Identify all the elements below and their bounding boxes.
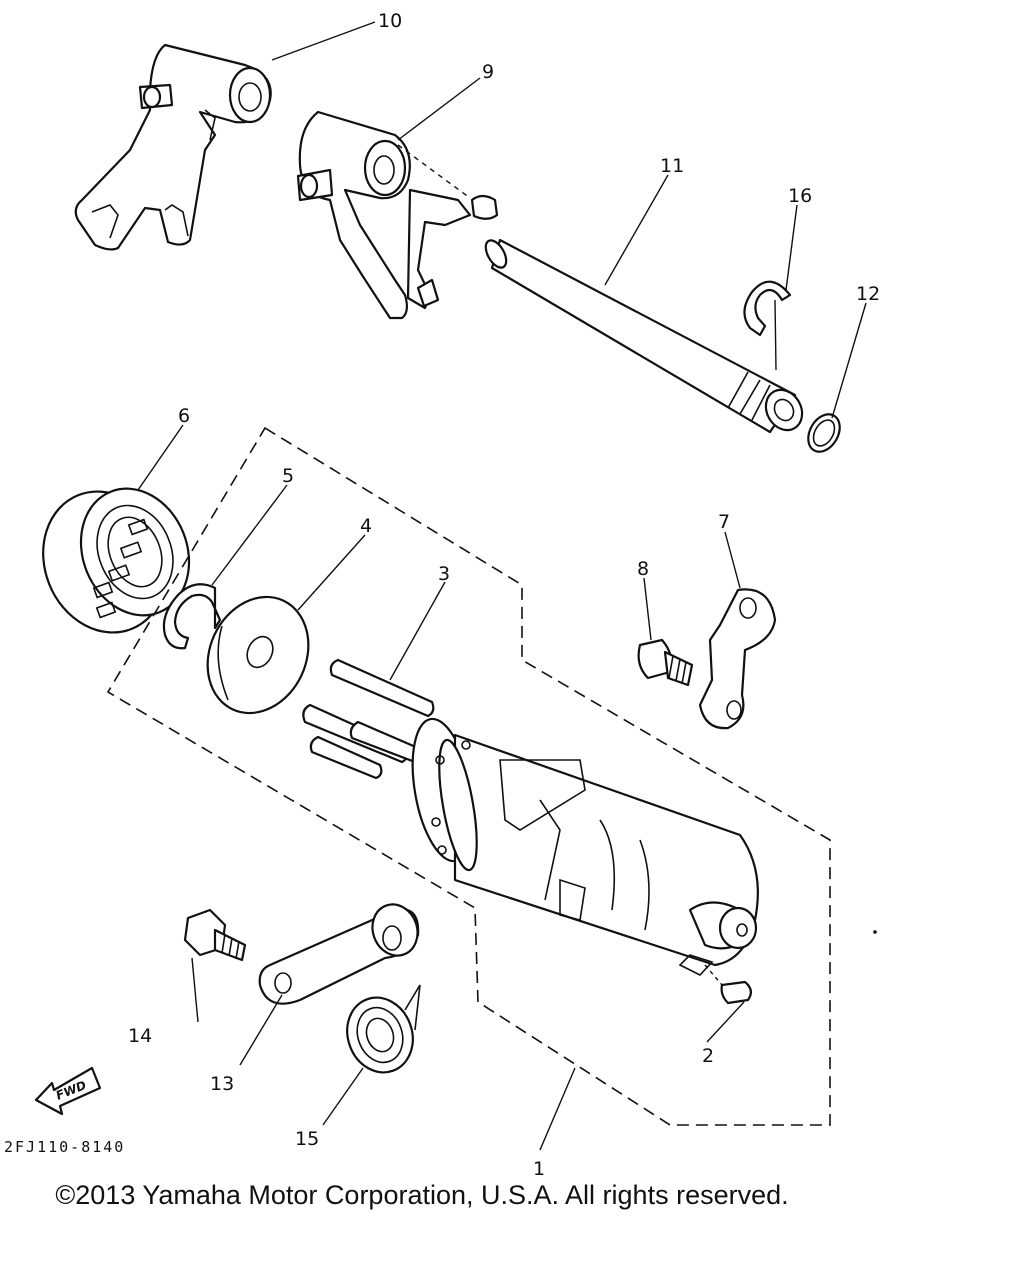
drawing-code: 2FJ110-8140 bbox=[4, 1138, 125, 1156]
part-8-bolt bbox=[637, 638, 694, 687]
part-2-pin bbox=[704, 964, 752, 1005]
exploded-parts-diagram: 10 9 11 16 12 6 5 4 3 7 8 14 13 15 2 1 F… bbox=[4, 10, 880, 1180]
callout-11: 11 bbox=[660, 155, 684, 177]
callout-4: 4 bbox=[360, 515, 372, 537]
part-5-circlip bbox=[162, 583, 222, 650]
part-1-shift-drum bbox=[411, 717, 759, 976]
part-11-shift-shaft bbox=[484, 238, 804, 434]
callout-3: 3 bbox=[438, 563, 450, 585]
callout-2: 2 bbox=[702, 1045, 714, 1067]
part-4-washer bbox=[206, 595, 310, 715]
callout-14: 14 bbox=[128, 1025, 152, 1047]
leader-lines bbox=[137, 21, 867, 1151]
part-9-shift-fork bbox=[296, 110, 499, 320]
callout-7: 7 bbox=[718, 511, 730, 533]
part-12-o-ring bbox=[807, 413, 841, 453]
callout-1: 1 bbox=[533, 1158, 545, 1180]
copyright-notice: ©2013 Yamaha Motor Corporation, U.S.A. A… bbox=[55, 1180, 789, 1210]
callout-16: 16 bbox=[788, 185, 812, 207]
callout-13: 13 bbox=[210, 1073, 234, 1095]
callout-15: 15 bbox=[295, 1128, 319, 1150]
part-16-circlip bbox=[743, 280, 792, 337]
part-13-shift-lever bbox=[258, 903, 420, 1005]
part-10-shift-fork bbox=[74, 43, 272, 251]
stray-dot bbox=[873, 930, 877, 934]
part-14-bolt bbox=[183, 908, 247, 962]
callout-8: 8 bbox=[637, 558, 649, 580]
callout-10: 10 bbox=[378, 10, 402, 32]
callout-5: 5 bbox=[282, 465, 294, 487]
fwd-arrow-icon: FWD bbox=[34, 1066, 102, 1116]
part-6-bearing bbox=[42, 487, 191, 634]
part-7-stopper-plate bbox=[698, 588, 777, 730]
assembly-group-outline bbox=[106, 426, 831, 1126]
part-3-pins bbox=[302, 658, 435, 780]
callout-12: 12 bbox=[856, 283, 880, 305]
callout-9: 9 bbox=[482, 61, 494, 83]
part-15-torsion-spring bbox=[346, 984, 421, 1074]
callout-6: 6 bbox=[178, 405, 190, 427]
